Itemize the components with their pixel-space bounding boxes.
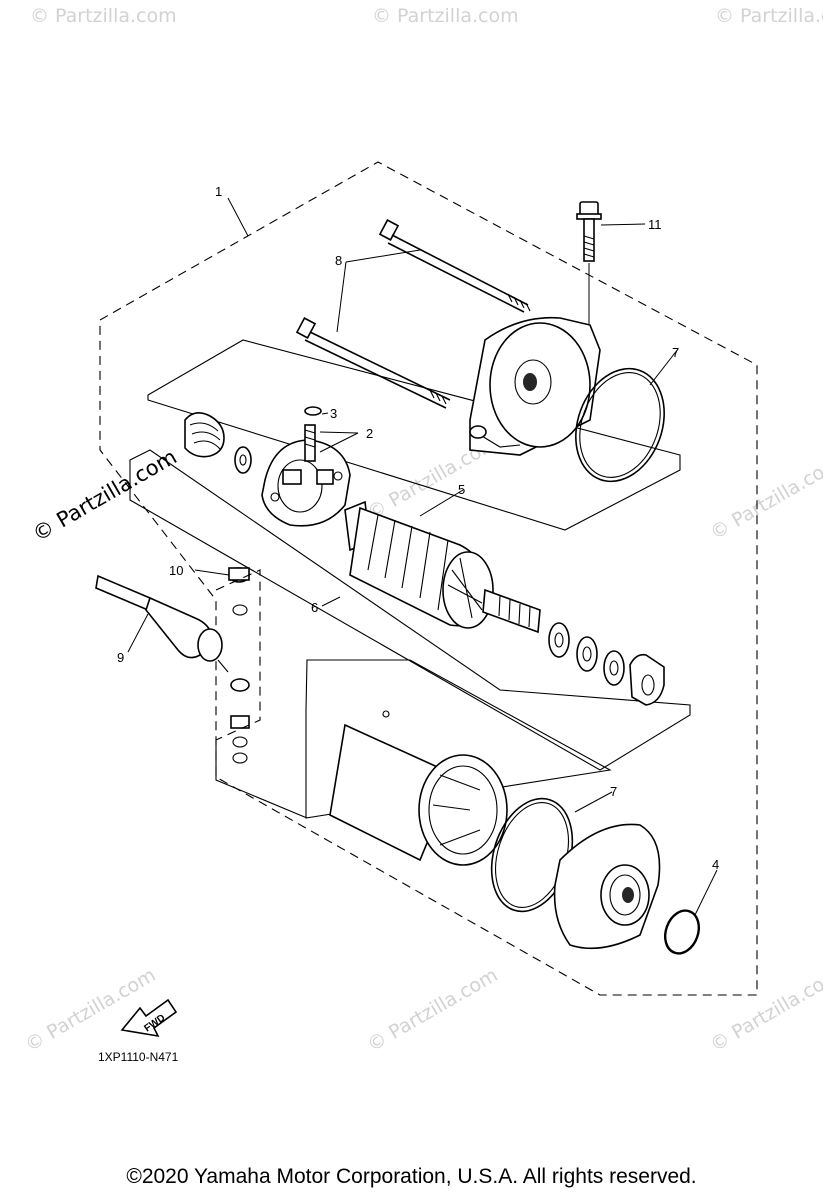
brush-holder-plate	[261, 424, 351, 527]
callout-2: 2	[366, 426, 373, 441]
yoke-body	[329, 710, 508, 866]
watermark-bottom-right: © Partzilla.com	[707, 964, 823, 1056]
through-bolts	[295, 219, 531, 409]
fwd-arrow-icon: FWD	[120, 998, 178, 1038]
o-ring-4	[663, 909, 701, 955]
leader-lines	[127, 197, 718, 916]
assembly-1-boundary	[99, 161, 758, 996]
armature	[344, 500, 541, 634]
watermark-bottom-center: © Partzilla.com	[364, 964, 502, 1056]
callout-labels: 1 2 3 4 5 6 7 7 8 9 10 11	[117, 184, 719, 872]
watermark-prominent: © Partzilla.com	[29, 445, 181, 547]
armature-group-outline	[129, 449, 691, 771]
front-cover-housing	[469, 316, 601, 456]
callout-7-upper: 7	[672, 345, 679, 360]
watermark-middle-right: © Partzilla.com	[707, 452, 823, 544]
callout-5: 5	[458, 482, 465, 497]
callout-10: 10	[169, 563, 183, 578]
callout-4: 4	[712, 857, 719, 872]
watermark-top-right: © Partzilla.com	[715, 5, 823, 27]
watermark-top-center: © Partzilla.com	[372, 5, 519, 27]
callout-7-lower: 7	[610, 784, 617, 799]
rear-cover	[553, 823, 661, 950]
lead-wire-and-nuts	[95, 567, 308, 819]
callout-6: 6	[311, 600, 318, 615]
diagram-code: 1XP1110-N471	[98, 1050, 179, 1064]
bolt-11	[576, 201, 602, 340]
o-ring-upper	[575, 367, 665, 483]
callout-1: 1	[215, 184, 222, 199]
watermark-top-left: © Partzilla.com	[30, 5, 177, 27]
callout-3: 3	[330, 406, 337, 421]
copyright-notice: ©2020 Yamaha Motor Corporation, U.S.A. A…	[126, 1165, 697, 1188]
callout-9: 9	[117, 650, 124, 665]
callout-11: 11	[648, 217, 662, 232]
small-o-ring-3	[304, 406, 322, 416]
brush-spring	[184, 412, 252, 474]
shim-washers	[548, 622, 665, 706]
callout-8: 8	[335, 253, 342, 268]
brush-group-outline	[147, 339, 681, 531]
o-ring-upper-inner	[579, 372, 661, 478]
